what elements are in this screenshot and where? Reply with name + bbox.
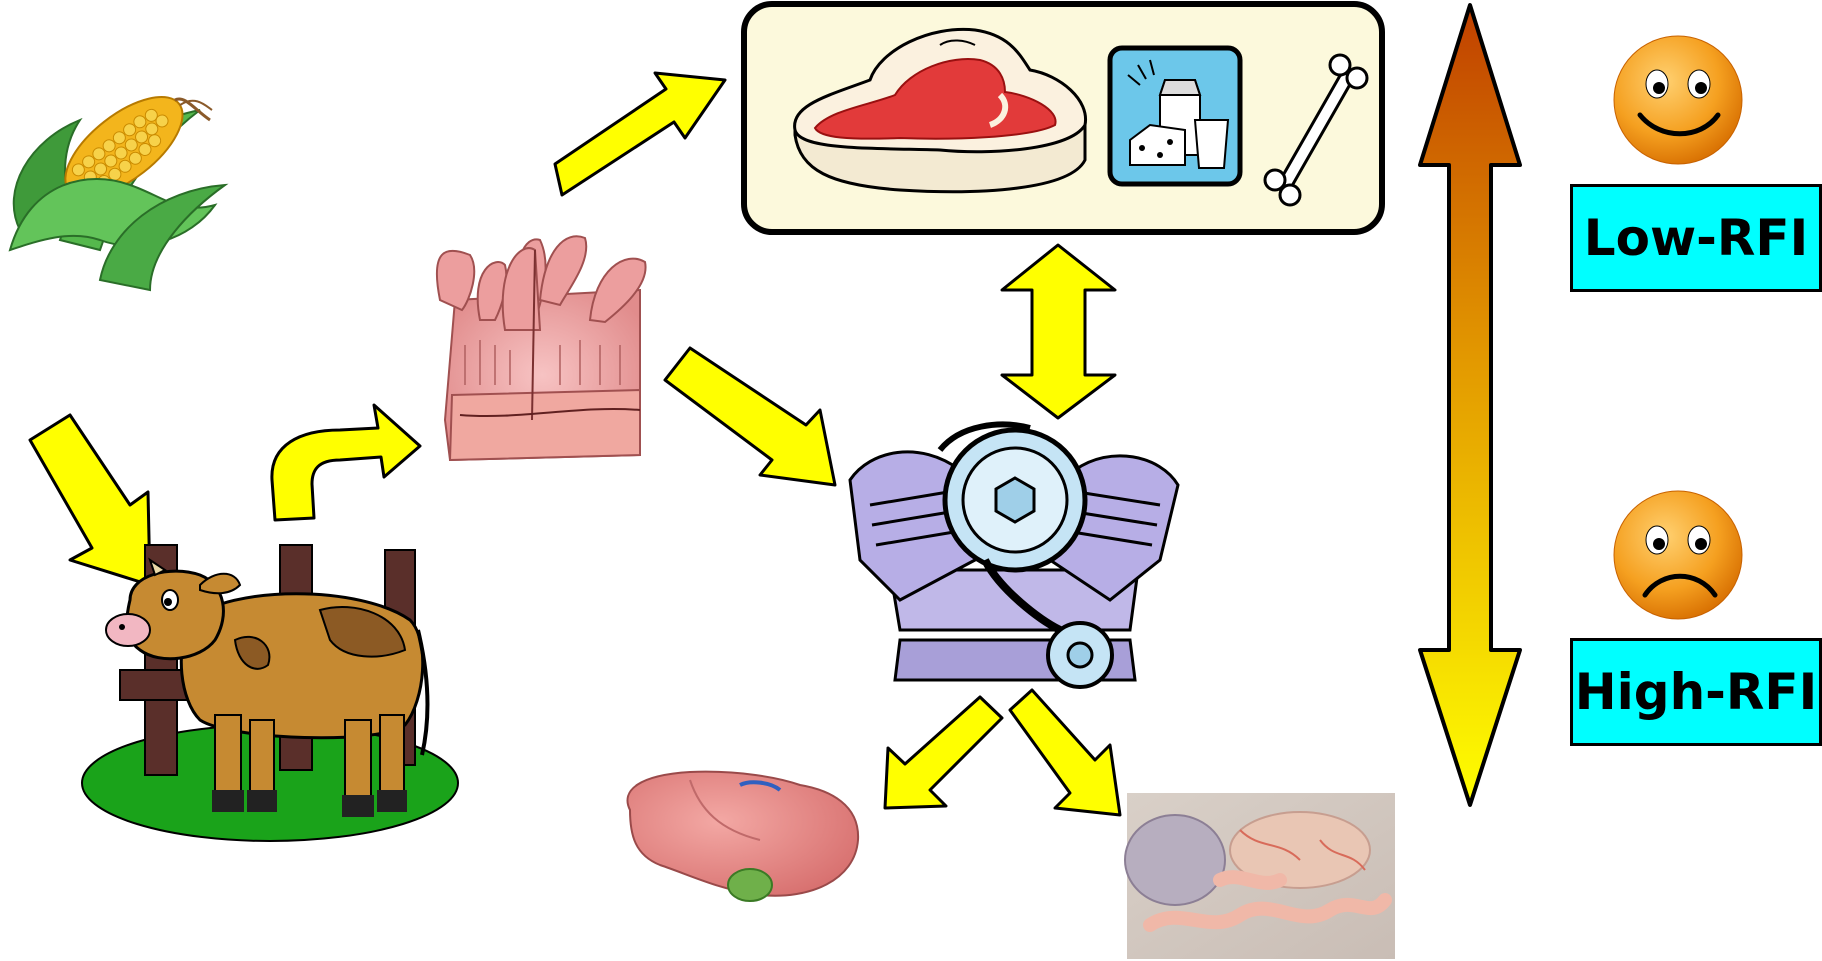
engine-icon (850, 424, 1178, 687)
arrow-intestine-to-products (555, 73, 725, 195)
arrow-engine-to-viscera (1010, 690, 1120, 815)
dairy-icon (1110, 48, 1240, 184)
arrow-engine-to-liver (885, 697, 1002, 808)
cow-icon (82, 545, 458, 841)
low-rfi-label: Low-RFI (1570, 184, 1822, 292)
liver-icon (628, 772, 859, 901)
corn-icon (10, 79, 225, 290)
happy-face-icon (1614, 36, 1742, 164)
arrow-intestine-to-engine (665, 348, 835, 485)
viscera-photo (1125, 793, 1395, 959)
intestine-icon (437, 236, 646, 460)
sad-face-icon (1614, 491, 1742, 619)
high-rfi-label: High-RFI (1570, 638, 1822, 746)
arrow-cow-to-intestine (272, 405, 420, 520)
arrow-products-engine (1002, 245, 1115, 418)
arrow-feed-to-cow (30, 415, 150, 585)
rfi-scale-arrow (1420, 5, 1520, 805)
